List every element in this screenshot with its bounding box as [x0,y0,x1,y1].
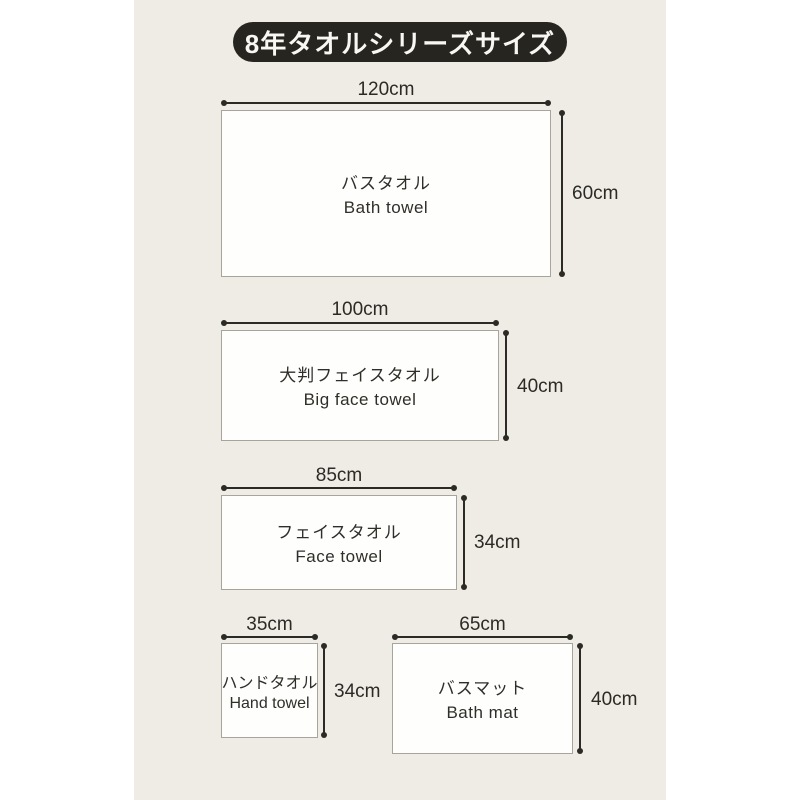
dimension-endpoint-dot [545,100,551,106]
page-title: 8年タオルシリーズサイズ [244,28,556,59]
towel-rectangle: フェイスタオル Face towel [221,495,457,590]
towel-name-english: Hand towel [229,694,310,712]
height-dimension-label: 60cm [572,183,619,204]
towel-name-japanese: バスマット [437,679,528,698]
dimension-endpoint-dot [461,495,467,501]
dimension-endpoint-dot [221,634,227,640]
width-dimension-label: 100cm [331,299,389,320]
towel-rectangle: ハンドタオル Hand towel [221,643,318,738]
width-dimension-label: 120cm [357,79,415,100]
width-dimension-line [221,634,318,640]
dimension-endpoint-dot [493,320,499,326]
height-dimension-line [321,643,327,738]
dimension-endpoint-dot [221,320,227,326]
dimension-endpoint-dot [577,643,583,649]
width-dimension-label: 35cm [246,614,293,635]
width-dimension-line [392,634,573,640]
width-dimension-line [221,485,457,491]
width-dimension-label: 85cm [315,465,363,486]
dimension-endpoint-dot [503,330,509,336]
title-badge: 8年タオルシリーズサイズ [233,22,567,62]
dimension-endpoint-dot [392,634,398,640]
towel-rectangle: バスマット Bath mat [392,643,573,754]
towel-name-japanese: バスタオル [341,174,431,193]
height-dimension-line [461,495,467,590]
towel-name-japanese: ハンドタオル [221,674,318,692]
dimension-endpoint-dot [559,110,565,116]
height-dimension-label: 40cm [591,689,638,710]
dimension-endpoint-dot [221,100,227,106]
towel-rectangle: 大判フェイスタオル Big face towel [221,330,499,441]
dimension-endpoint-dot [321,643,327,649]
dimension-endpoint-dot [312,634,318,640]
height-dimension-line [559,110,565,277]
dimension-endpoint-dot [321,732,327,738]
height-dimension-line [503,330,509,441]
width-dimension-line [221,320,499,326]
height-dimension-line [577,643,583,754]
dimension-endpoint-dot [503,435,509,441]
towel-name-japanese: フェイスタオル [276,523,402,542]
dimension-endpoint-dot [221,485,227,491]
height-dimension-label: 34cm [474,532,521,553]
dimension-endpoint-dot [559,271,565,277]
width-dimension-line [221,100,551,106]
height-dimension-label: 40cm [517,376,564,397]
towel-name-english: Bath mat [446,703,519,722]
width-dimension-label: 65cm [459,614,506,635]
towel-name-english: Bath towel [343,198,429,217]
dimension-endpoint-dot [567,634,573,640]
dimension-endpoint-dot [451,485,457,491]
height-dimension-label: 34cm [334,681,381,702]
dimension-endpoint-dot [461,584,467,590]
towel-name-english: Big face towel [303,390,417,409]
dimension-endpoint-dot [577,748,583,754]
towel-name-japanese: 大判フェイスタオル [279,366,441,385]
towel-rectangle: バスタオル Bath towel [221,110,551,277]
towel-name-english: Face towel [295,547,383,566]
